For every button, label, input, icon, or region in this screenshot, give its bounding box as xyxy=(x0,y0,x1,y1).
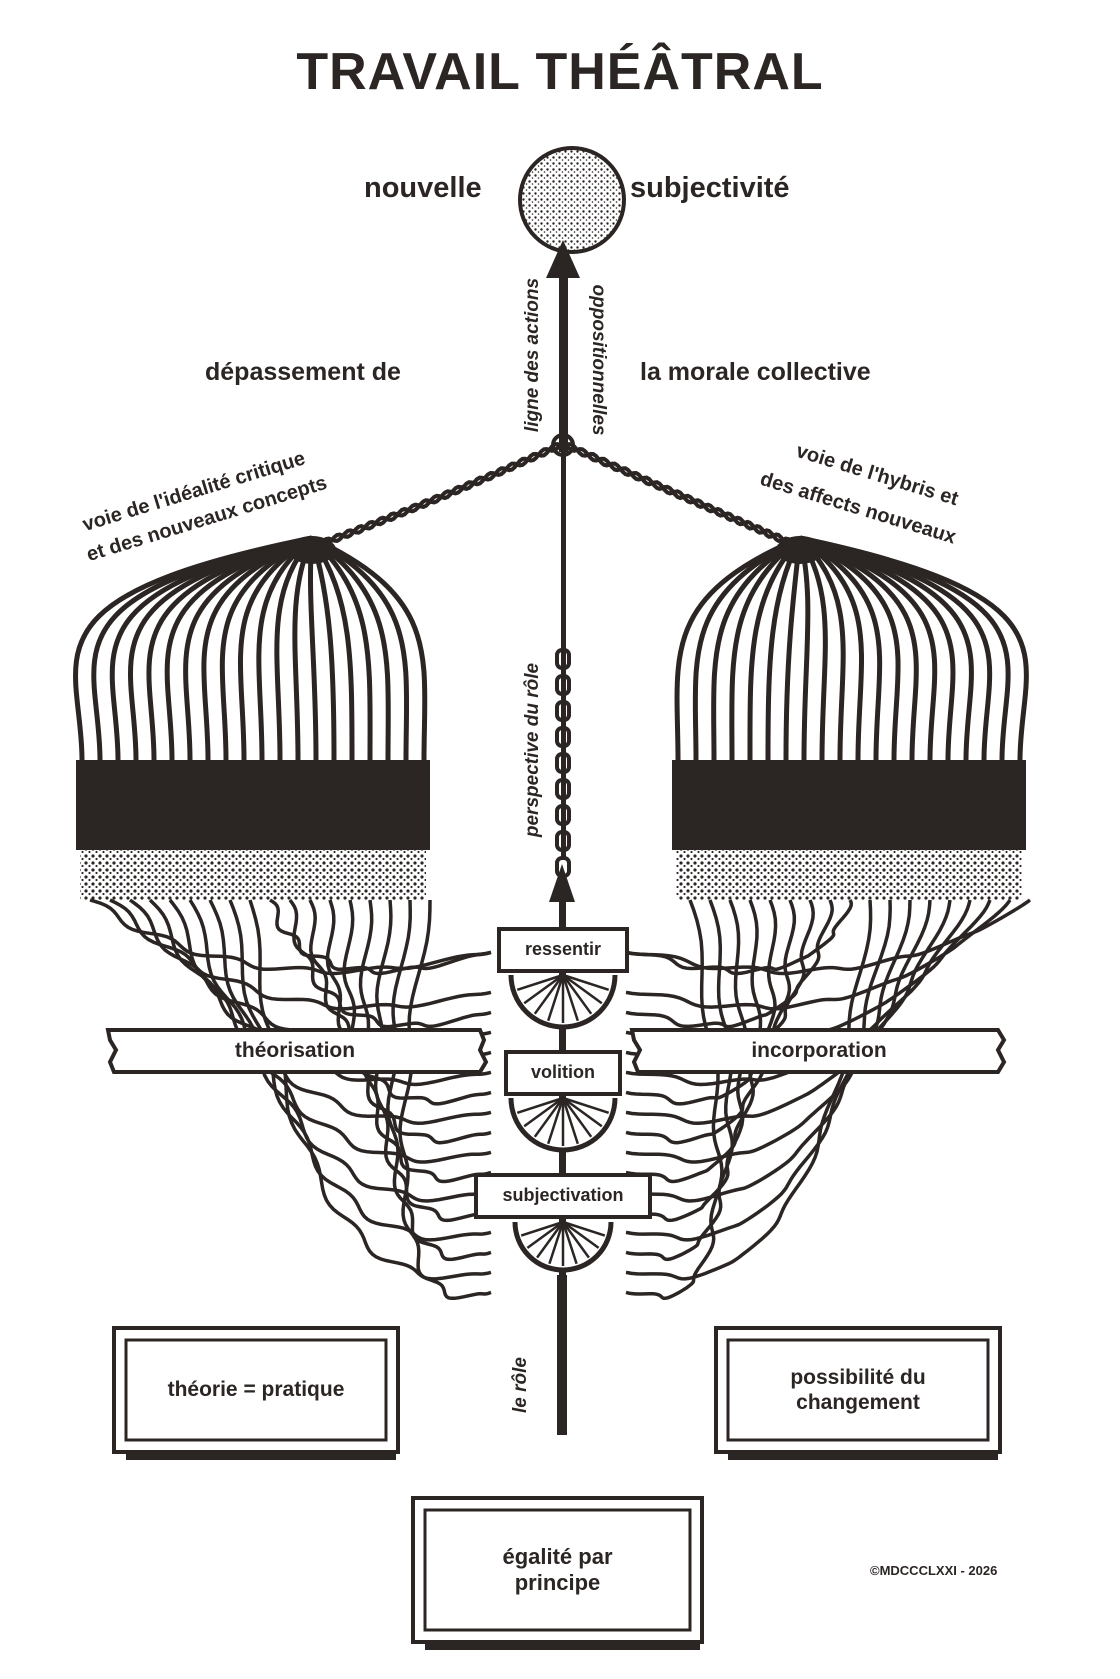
overcoming-label-left: dépassement de xyxy=(205,358,401,387)
goal-label-right: subjectivité xyxy=(630,172,790,205)
left-head xyxy=(76,536,430,900)
stage-ressentir: ressentir xyxy=(499,929,627,971)
principle-equality: égalité par principe xyxy=(425,1510,690,1630)
right-head xyxy=(672,536,1026,900)
stage-subjectivation: subjectivation xyxy=(476,1175,650,1217)
axis-label-middle: perspective du rôle xyxy=(522,663,544,837)
subjectivity-sphere xyxy=(520,148,624,252)
principle-equality-line-1: égalité par xyxy=(502,1544,612,1570)
banner-theorisation: théorisation xyxy=(112,1030,478,1072)
principle-equality-line-2: principe xyxy=(515,1570,601,1596)
goal-label-left: nouvelle xyxy=(364,172,482,205)
diagram-title: TRAVAIL THÉÂTRAL xyxy=(0,42,1120,102)
principle-theory-practice: théorie = pratique xyxy=(126,1340,386,1440)
axis-label-bottom: le rôle xyxy=(510,1357,532,1413)
banner-incorporation: incorporation xyxy=(636,1030,1002,1072)
principle-change-line-2: changement xyxy=(796,1390,920,1415)
stage-gears xyxy=(511,975,615,1270)
principle-change-line-1: possibilité du xyxy=(790,1365,925,1390)
axis-label-upper-left: ligne des actions xyxy=(522,278,544,432)
braided-ropes xyxy=(318,435,795,547)
principle-change: possibilité du changement xyxy=(728,1340,988,1440)
overcoming-label-right: la morale collective xyxy=(640,358,871,387)
stage-volition: volition xyxy=(506,1052,620,1094)
copyright: ©MDCCCLXXI - 2026 xyxy=(870,1563,997,1578)
axis-label-upper-right: oppositionnelles xyxy=(587,285,609,436)
